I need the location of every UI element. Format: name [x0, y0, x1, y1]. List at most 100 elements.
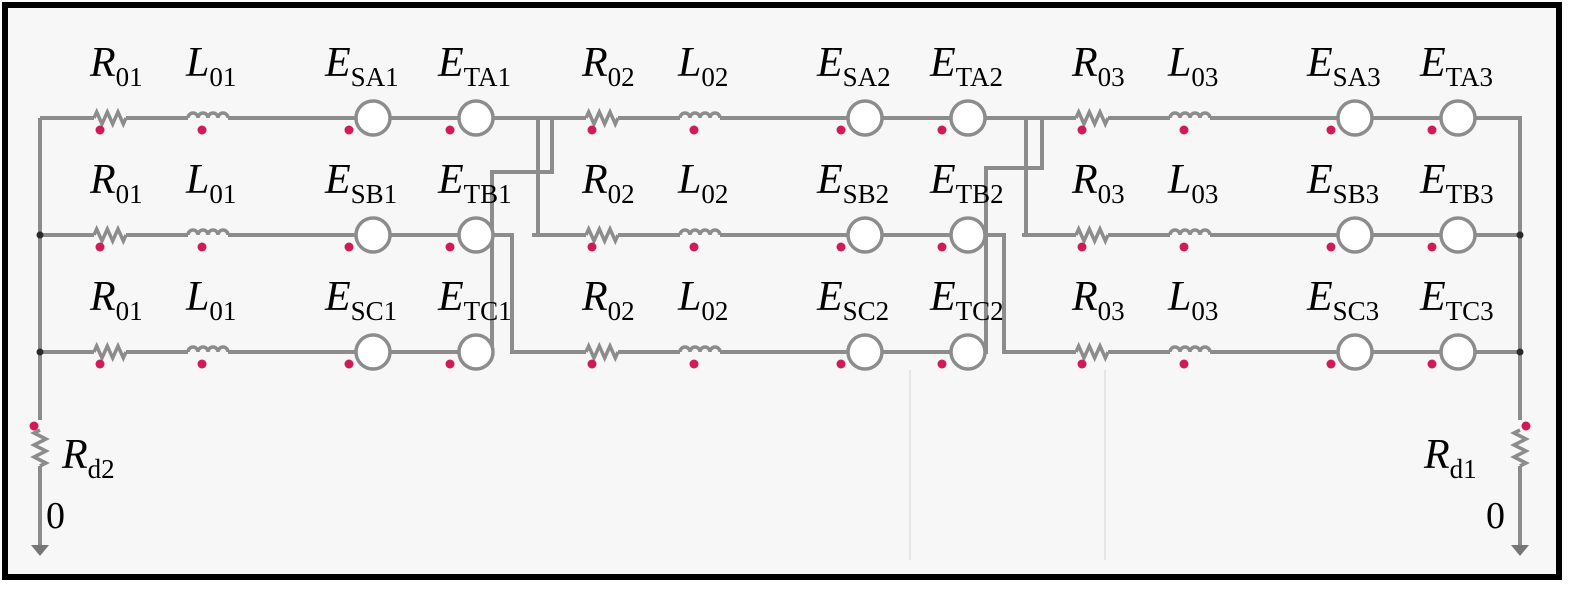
wire	[476, 116, 576, 237]
inductor-symbol	[678, 228, 722, 236]
label-resistor-subscript: 03	[1098, 179, 1125, 209]
label-inductor-subscript: 03	[1191, 62, 1218, 92]
label-rd2-symbol: R	[61, 432, 88, 478]
polarity-dot	[197, 242, 207, 252]
label-inductor-subscript: 03	[1191, 179, 1218, 209]
label-source-t: ETB3	[1419, 157, 1494, 209]
label-inductor-symbol: L	[185, 274, 209, 320]
label-source-s-subscript: SB3	[1333, 179, 1380, 209]
label-source-t: ETC2	[929, 274, 1004, 326]
label-resistor: R01	[89, 40, 143, 92]
polarity-dot	[937, 125, 947, 135]
label-source-s-subscript: SB2	[843, 179, 890, 209]
polarity-dot	[1077, 125, 1087, 135]
inductor-symbol	[186, 111, 230, 119]
label-source-t-subscript: TA3	[1446, 62, 1493, 92]
label-source-t-symbol: E	[437, 40, 464, 86]
label-inductor-symbol: L	[1167, 274, 1191, 320]
label-resistor: R03	[1071, 274, 1125, 326]
label-inductor-subscript: 01	[209, 179, 236, 209]
right-bus	[1458, 116, 1522, 420]
voltage-source-symbol	[457, 333, 495, 371]
inductor-symbol	[678, 111, 722, 119]
voltage-source-symbol	[1336, 333, 1374, 371]
resistor-symbol	[92, 107, 128, 129]
label-source-t-symbol: E	[1419, 40, 1446, 86]
label-source-s-subscript: SA2	[843, 62, 891, 92]
inductor-symbol	[1168, 228, 1212, 236]
label-source-t-symbol: E	[929, 40, 956, 86]
polarity-dot	[344, 125, 354, 135]
label-inductor: L02	[677, 40, 728, 92]
label-inductor-subscript: 01	[209, 62, 236, 92]
label-inductor-symbol: L	[185, 40, 209, 86]
polarity-dot	[1077, 242, 1087, 252]
polarity-dot	[445, 359, 455, 369]
label-resistor-symbol: R	[581, 274, 608, 320]
label-inductor: L02	[677, 274, 728, 326]
voltage-source-symbol	[1336, 216, 1374, 254]
voltage-source-symbol	[354, 99, 392, 137]
label-inductor-subscript: 02	[701, 296, 728, 326]
label-source-t-subscript: TB2	[956, 179, 1004, 209]
polarity-dot	[344, 242, 354, 252]
label-source-t: ETB2	[929, 157, 1004, 209]
label-resistor: R01	[89, 274, 143, 326]
polarity-dot	[445, 125, 455, 135]
voltage-source-symbol	[949, 216, 987, 254]
voltage-source-symbol	[1336, 99, 1374, 137]
label-source-s: ESB3	[1306, 157, 1379, 209]
label-source-s: ESA2	[816, 40, 891, 92]
resistor-symbol	[30, 428, 50, 468]
polarity-dot	[344, 359, 354, 369]
polarity-dot	[1326, 242, 1336, 252]
label-source-t-subscript: TA1	[464, 62, 511, 92]
junction-node	[1516, 348, 1524, 356]
polarity-dot	[1427, 242, 1437, 252]
label-source-s-subscript: SA1	[351, 62, 399, 92]
polarity-dot	[1326, 125, 1336, 135]
label-source-t-symbol: E	[929, 274, 956, 320]
label-source-s: ESA3	[1306, 40, 1381, 92]
voltage-source-symbol	[457, 99, 495, 137]
polarity-dot	[95, 359, 105, 369]
polarity-dot	[1326, 359, 1336, 369]
label-rd2: Rd2	[61, 432, 115, 484]
label-resistor-subscript: 03	[1098, 62, 1125, 92]
label-resistor-subscript: 02	[608, 179, 635, 209]
polarity-dot	[689, 359, 699, 369]
label-source-t-symbol: E	[437, 274, 464, 320]
label-source-s-symbol: E	[1306, 40, 1333, 86]
junction-node	[36, 231, 44, 239]
resistor-symbol	[584, 107, 620, 129]
label-resistor: R02	[581, 40, 635, 92]
diagram-frame	[2, 2, 1562, 580]
polarity-dot	[1179, 125, 1189, 135]
voltage-source-symbol	[1439, 99, 1477, 137]
label-inductor-symbol: L	[1167, 157, 1191, 203]
inductor-symbol	[678, 345, 722, 353]
voltage-source-symbol	[949, 333, 987, 371]
label-source-s: ESC1	[324, 274, 397, 326]
voltage-source-symbol	[846, 216, 884, 254]
label-inductor-symbol: L	[677, 157, 701, 203]
resistor-symbol	[584, 224, 620, 246]
label-source-s-symbol: E	[1306, 157, 1333, 203]
voltage-source-symbol	[846, 333, 884, 371]
polarity-dot	[937, 242, 947, 252]
label-inductor: L02	[677, 157, 728, 209]
label-resistor-symbol: R	[1071, 157, 1098, 203]
inductor-symbol	[186, 228, 230, 236]
label-inductor: L01	[185, 157, 236, 209]
resistor-symbol	[1074, 107, 1110, 129]
label-resistor: R03	[1071, 40, 1125, 92]
label-rd1-subscript: d1	[1450, 454, 1477, 484]
label-resistor-symbol: R	[581, 40, 608, 86]
polarity-dot	[1077, 359, 1087, 369]
label-source-t-symbol: E	[1419, 274, 1446, 320]
label-source-s-subscript: SC1	[351, 296, 398, 326]
label-inductor-subscript: 02	[701, 62, 728, 92]
resistor-symbol	[1074, 341, 1110, 363]
voltage-source-symbol	[846, 99, 884, 137]
